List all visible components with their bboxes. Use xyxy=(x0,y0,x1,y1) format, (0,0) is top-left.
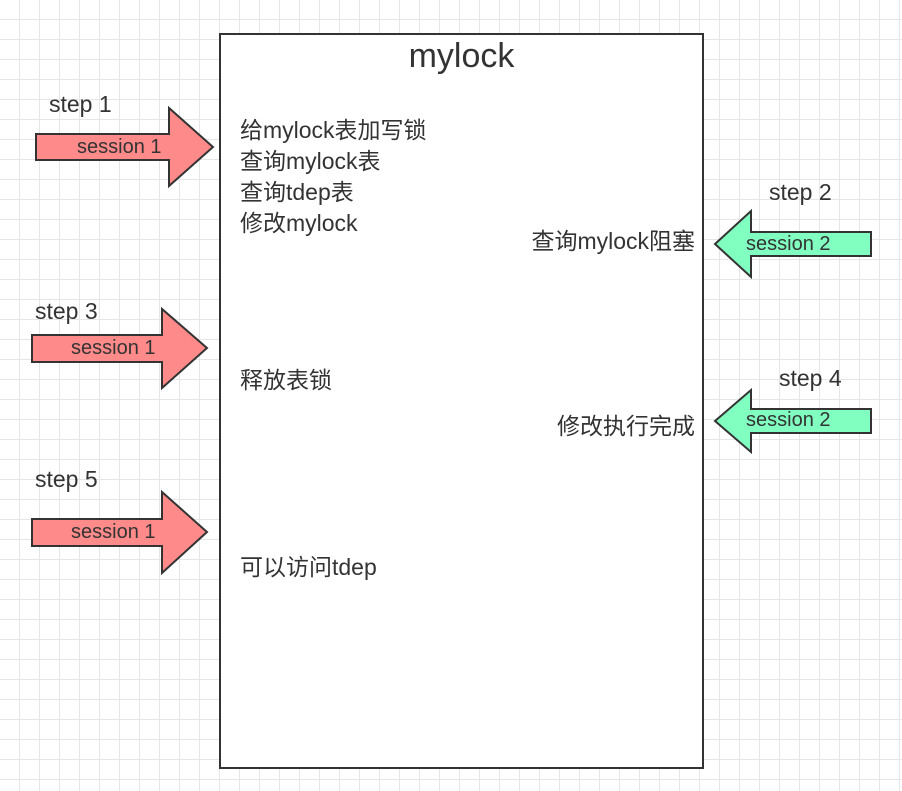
step-3-session: session 1 xyxy=(71,337,156,359)
step-2-label: step 2 xyxy=(769,179,832,205)
action-release-lock: 释放表锁 xyxy=(240,367,332,393)
step-1-arrow: session 1 xyxy=(35,105,215,189)
step-4-arrow: session 2 xyxy=(713,387,872,455)
step-1-session: session 1 xyxy=(77,136,162,158)
step-5-session: session 1 xyxy=(71,521,156,543)
box-title: mylock xyxy=(408,37,515,75)
step-3-label: step 3 xyxy=(35,298,98,324)
step-3-arrow: session 1 xyxy=(31,306,209,391)
action-query-blocked: 查询mylock阻塞 xyxy=(531,228,695,254)
right-arrow-icon xyxy=(31,306,209,391)
action-query-mylock: 查询mylock表 xyxy=(240,148,381,174)
right-arrow-icon xyxy=(31,489,209,576)
step-5-label: step 5 xyxy=(35,466,98,492)
left-arrow-icon xyxy=(713,208,872,280)
action-modify-done: 修改执行完成 xyxy=(557,413,695,439)
step-5-arrow: session 1 xyxy=(31,489,209,576)
action-access-tdep: 可以访问tdep xyxy=(240,554,377,580)
action-query-tdep: 查询tdep表 xyxy=(240,179,354,205)
action-lock-write: 给mylock表加写锁 xyxy=(240,117,427,143)
step-1-label: step 1 xyxy=(49,91,112,117)
right-arrow-icon xyxy=(35,105,215,189)
step-4-label: step 4 xyxy=(779,365,842,391)
step-2-session: session 2 xyxy=(746,233,831,255)
mylock-box xyxy=(219,33,704,769)
action-modify-mylock: 修改mylock xyxy=(240,210,358,236)
left-arrow-icon xyxy=(713,387,872,455)
step-4-session: session 2 xyxy=(746,409,831,431)
step-2-arrow: session 2 xyxy=(713,208,872,280)
